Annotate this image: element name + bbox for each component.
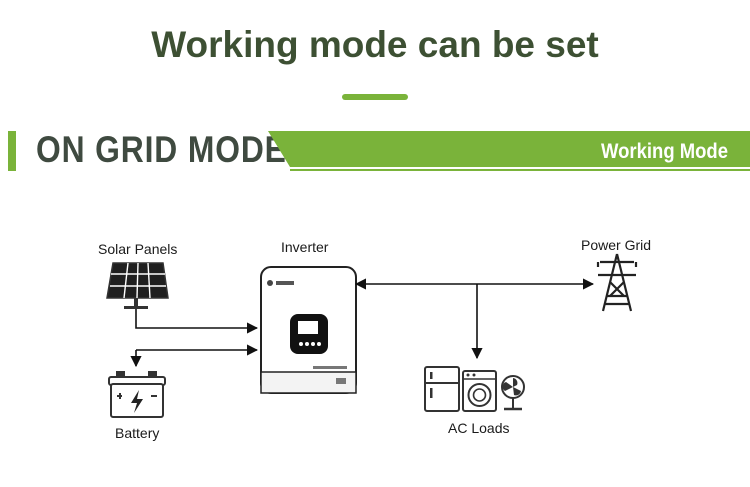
solar-panels-label: Solar Panels [98, 241, 178, 257]
fan-icon [501, 375, 525, 411]
solar-to-inverter-line [135, 309, 259, 334]
mode-accent-bar [8, 131, 16, 171]
battery-icon [108, 371, 166, 418]
inverter-icon [260, 266, 357, 394]
battery-label: Battery [115, 425, 160, 441]
washing-machine-icon [462, 370, 497, 412]
mode-title: ON GRID MODE [36, 129, 287, 170]
ac-loads-label: AC Loads [448, 420, 510, 436]
banner-label: Working Mode [601, 140, 728, 163]
page-title: Working mode can be set [151, 24, 599, 65]
power-tower-icon [596, 253, 638, 312]
power-grid-label: Power Grid [581, 237, 652, 253]
title-underline [342, 94, 408, 100]
fridge-icon [424, 366, 460, 412]
mode-banner [268, 131, 750, 171]
battery-inverter-line [130, 344, 259, 368]
inverter-label: Inverter [281, 239, 329, 255]
solar-panel-icon [106, 262, 169, 309]
